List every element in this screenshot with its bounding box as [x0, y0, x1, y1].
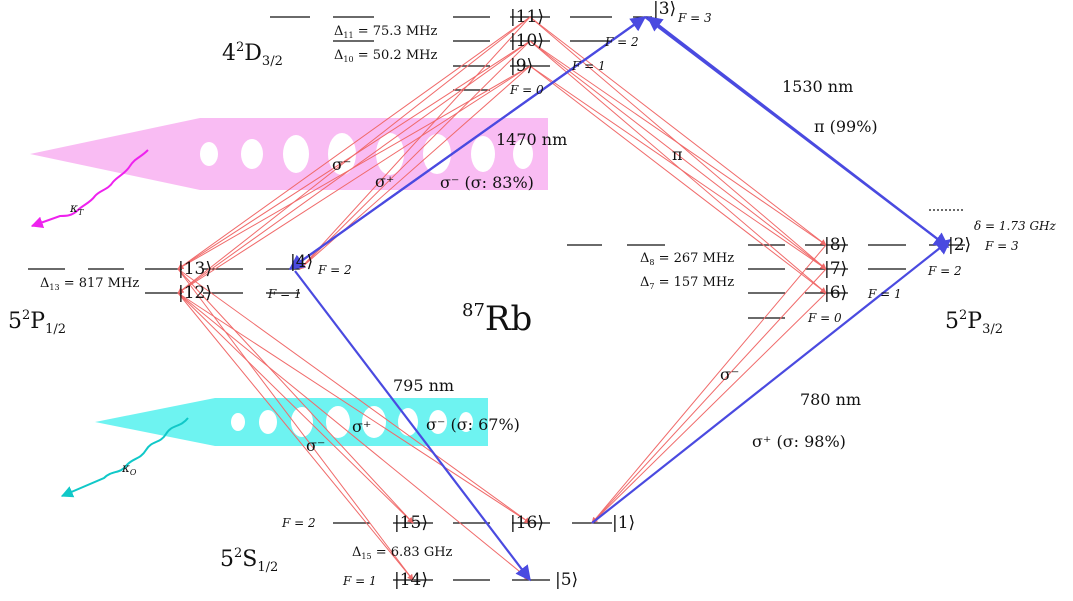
svg-text:π: π	[672, 145, 683, 164]
svg-text:Δ11 = 75.3 MHz: Δ11 = 75.3 MHz	[334, 24, 437, 40]
telecom-beam	[30, 118, 548, 190]
telecom-photon-icon	[30, 149, 149, 229]
svg-text:σ⁻: σ⁻	[720, 365, 739, 384]
ket-5: |5⟩	[555, 570, 578, 590]
ket-9: |9⟩	[510, 56, 533, 76]
ket-4: |4⟩	[290, 252, 313, 272]
svg-text:52P1/2: 52P1/2	[8, 308, 66, 337]
ket-15: |15⟩	[394, 513, 428, 533]
svg-text:F = 1: F = 1	[571, 59, 606, 73]
ket-6: |6⟩	[824, 283, 847, 303]
ket-1: |1⟩	[612, 513, 635, 533]
energy-levels	[28, 16, 965, 581]
svg-text:σ⁺: σ⁺	[375, 172, 394, 191]
splitting-labels: Δ11 = 75.3 MHz Δ10 = 50.2 MHz Δ13 = 817 …	[40, 24, 1056, 561]
ket-14: |14⟩	[394, 570, 428, 590]
svg-text:52S1/2: 52S1/2	[220, 546, 278, 575]
svg-text:F = 2: F = 2	[281, 516, 316, 530]
hyperfine-labels: F = 3 F = 2 F = 1 F = 0 F = 2 F = 1 F = …	[267, 11, 1019, 588]
svg-text:σ⁻ (σ: 67%): σ⁻ (σ: 67%)	[426, 415, 520, 434]
svg-text:κT: κT	[69, 201, 84, 217]
svg-text:F = 2: F = 2	[927, 264, 962, 278]
svg-text:780 nm: 780 nm	[800, 390, 861, 409]
svg-text:κO: κO	[121, 461, 137, 477]
svg-text:52P3/2: 52P3/2	[945, 308, 1003, 337]
decay-arrows	[177, 16, 827, 581]
ket-7: |7⟩	[824, 259, 847, 279]
svg-text:F = 2: F = 2	[317, 263, 352, 277]
ket-13: |13⟩	[178, 259, 212, 279]
svg-text:σ⁻: σ⁻	[332, 155, 351, 174]
svg-text:795 nm: 795 nm	[393, 376, 454, 395]
svg-text:Δ10 = 50.2 MHz: Δ10 = 50.2 MHz	[334, 48, 437, 64]
ket-8: |8⟩	[824, 235, 847, 255]
optical-beam	[95, 398, 488, 446]
svg-text:Δ15 = 6.83 GHz: Δ15 = 6.83 GHz	[352, 545, 453, 561]
svg-text:F = 1: F = 1	[342, 574, 377, 588]
svg-text:F = 0: F = 0	[509, 83, 544, 97]
svg-text:π (99%): π (99%)	[814, 117, 878, 136]
svg-text:1530 nm: 1530 nm	[782, 77, 853, 96]
svg-text:F = 0: F = 0	[807, 311, 842, 325]
excitation-arrows	[288, 16, 952, 582]
svg-text:σ⁻ (σ: 83%): σ⁻ (σ: 83%)	[440, 173, 534, 192]
svg-text:δ = 1.73 GHz: δ = 1.73 GHz	[974, 219, 1056, 233]
svg-text:F = 1: F = 1	[267, 287, 302, 301]
svg-text:F = 3: F = 3	[677, 11, 712, 25]
ket-3: |3⟩	[653, 0, 676, 19]
svg-text:Δ8 = 267 MHz: Δ8 = 267 MHz	[640, 251, 734, 267]
optical-photon-icon	[60, 417, 189, 498]
ket-2: |2⟩	[948, 235, 971, 255]
state-labels: |11⟩ |10⟩ |9⟩ |3⟩ |13⟩ |12⟩ |4⟩ |8⟩ |7⟩ …	[178, 0, 971, 590]
ket-12: |12⟩	[178, 283, 212, 303]
svg-text:σ⁺: σ⁺	[352, 417, 371, 436]
svg-text:σ⁺ (σ: 98%): σ⁺ (σ: 98%)	[752, 432, 846, 451]
svg-text:1470 nm: 1470 nm	[496, 130, 567, 149]
svg-text:Δ13 = 817 MHz: Δ13 = 817 MHz	[40, 276, 139, 292]
svg-text:Δ7 = 157 MHz: Δ7 = 157 MHz	[640, 275, 734, 291]
ket-16: |16⟩	[510, 513, 544, 533]
manifold-labels: 42D3/2 52P1/2 52P3/2 52S1/2 87Rb	[8, 40, 1003, 575]
svg-text:F = 2: F = 2	[604, 35, 639, 49]
svg-text:42D3/2: 42D3/2	[222, 40, 283, 69]
transition-labels: 1530 nm π (99%) 1470 nm σ⁻ (σ: 83%) 795 …	[306, 77, 878, 455]
svg-text:F = 3: F = 3	[984, 239, 1019, 253]
svg-text:σ⁻: σ⁻	[306, 436, 325, 455]
svg-text:F = 1: F = 1	[867, 287, 902, 301]
ket-10: |10⟩	[510, 31, 544, 51]
atom-label: 87Rb	[462, 299, 532, 339]
photon-labels: κT κO	[69, 201, 137, 477]
ket-11: |11⟩	[510, 7, 544, 27]
